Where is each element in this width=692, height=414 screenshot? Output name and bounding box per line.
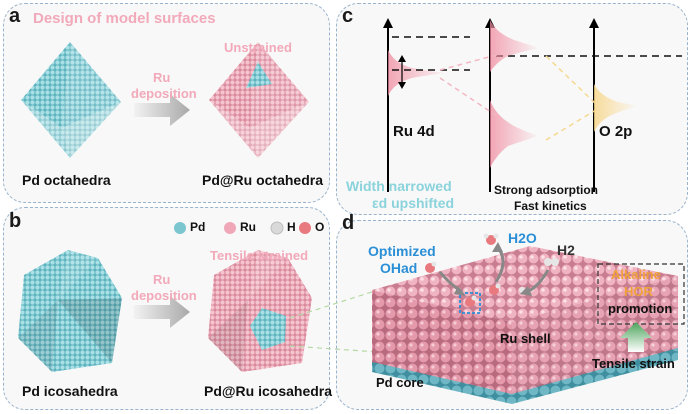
panel-d-letter: d (342, 212, 355, 234)
legend-o-label: O (315, 220, 325, 234)
panel-a-title: Design of model surfaces (33, 10, 216, 27)
pdru-icosahedron (208, 250, 312, 372)
ru-4d-label: Ru 4d (393, 123, 435, 140)
promotion-label: promotion (608, 301, 673, 316)
caption-pd-icosahedra: Pd icosahedra (22, 383, 118, 399)
panel-b-letter: b (9, 210, 22, 232)
panel-c (336, 3, 688, 215)
ed-upshifted-label: εd upshifted (372, 195, 455, 211)
legend-ru-label: Ru (240, 220, 256, 234)
zoom-lines (289, 289, 379, 353)
highlight-box (459, 292, 481, 314)
pdru-octahedron (209, 42, 309, 158)
legend-o-dot (299, 222, 311, 234)
caption-pdru-octahedra: Pd@Ru octahedra (202, 172, 324, 188)
fast-kinetics-label: Fast kinetics (514, 199, 587, 213)
hor-label: HOR (624, 284, 653, 299)
deposition-arrow-a (134, 94, 190, 126)
hor-box (597, 263, 685, 325)
pd-icosahedron (18, 250, 122, 372)
legend-h-dot (270, 221, 284, 235)
legend-pd-label: Pd (190, 220, 206, 234)
strong-adsorption-label: Strong adsorption (494, 183, 598, 197)
deposition-label-a: deposition (131, 86, 197, 101)
oh-ad-label: OHad (380, 260, 418, 276)
unstrained-label: Unstrained (224, 40, 292, 55)
ru-label-b: Ru (153, 272, 171, 287)
alkaline-label: Alkaline (611, 267, 661, 282)
caption-pd-octahedra: Pd octahedra (22, 172, 111, 188)
legend-pd-dot (174, 222, 186, 234)
pd-octahedron (21, 42, 121, 158)
deposition-label-b: deposition (131, 288, 197, 303)
legend-ru-dot (224, 222, 236, 234)
panel-c-letter: c (342, 5, 354, 27)
dos-diagram (383, 18, 682, 192)
tensile-strain-label: Tensile strain (592, 356, 675, 371)
tensile-strained-label: Tensile strained (210, 248, 309, 263)
h2-label: H2 (557, 242, 575, 258)
ru-shell-label: Ru shell (500, 331, 551, 346)
legend (174, 221, 311, 235)
tensile-arrow (620, 322, 652, 352)
deposition-arrow-b (134, 296, 190, 328)
panel-a-letter: a (9, 5, 21, 27)
h2o-label: H2O (508, 230, 537, 246)
width-narrowed-label: Width narrowed (346, 178, 452, 194)
ru-label-a: Ru (153, 70, 171, 85)
ru-slab (372, 246, 678, 404)
o-2p-label: O 2p (599, 123, 633, 140)
caption-pdru-icosahedra: Pd@Ru icosahedra (204, 383, 333, 399)
adsorbates (425, 233, 559, 314)
pd-core-label: Pd core (376, 375, 424, 390)
optimized-label: Optimized (368, 243, 436, 259)
legend-h-label: H (287, 220, 296, 234)
